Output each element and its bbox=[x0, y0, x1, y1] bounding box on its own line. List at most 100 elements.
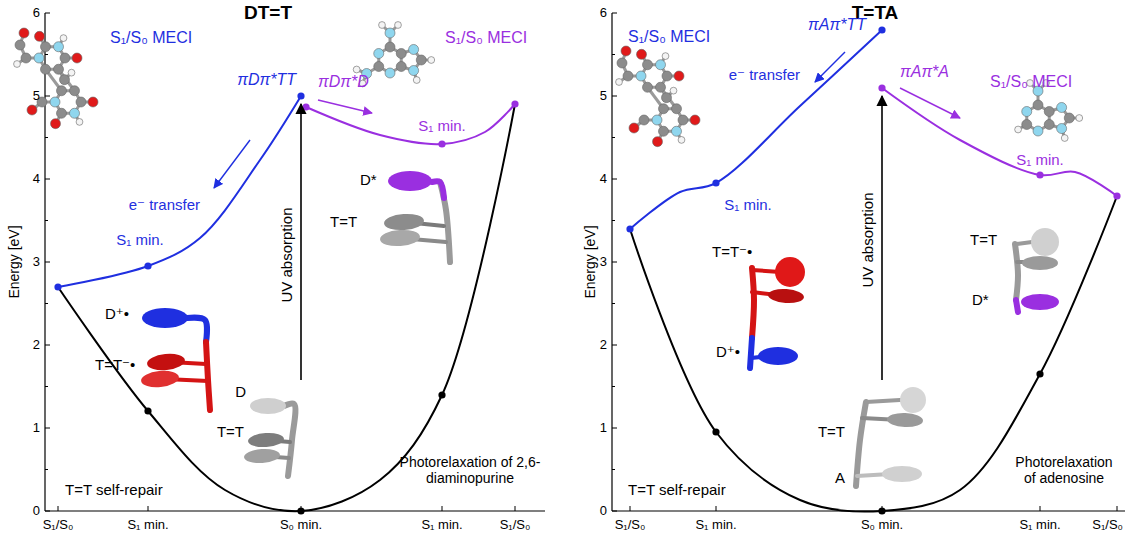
atom bbox=[621, 46, 631, 56]
tick-mark bbox=[45, 303, 48, 304]
atom bbox=[1033, 100, 1043, 110]
process-label: e⁻ transfer bbox=[129, 196, 200, 213]
tick-label: S₁ min. bbox=[1019, 518, 1060, 533]
atom bbox=[1064, 113, 1074, 123]
tick-label: 2 bbox=[33, 338, 40, 353]
atom bbox=[1061, 135, 1068, 142]
state-label: S₁ min. bbox=[418, 117, 466, 134]
point-marker bbox=[1113, 192, 1120, 199]
tick-label: 5 bbox=[33, 89, 40, 104]
base-disc bbox=[1022, 256, 1058, 270]
tick-mark bbox=[45, 469, 48, 470]
atom bbox=[76, 119, 83, 126]
atom bbox=[60, 75, 70, 85]
base-disc bbox=[383, 213, 424, 232]
atom bbox=[60, 53, 70, 63]
backbone-ribbon bbox=[432, 181, 444, 198]
atom bbox=[643, 82, 653, 92]
atom bbox=[70, 108, 80, 118]
tick-mark bbox=[45, 96, 50, 97]
tick-mark bbox=[612, 303, 615, 304]
backbone-ribbon bbox=[750, 338, 752, 368]
tick-mark bbox=[612, 511, 617, 512]
atom bbox=[374, 62, 384, 72]
atom bbox=[396, 49, 406, 59]
atom bbox=[662, 71, 672, 81]
base-sphere bbox=[900, 387, 926, 413]
tick-mark bbox=[45, 345, 50, 346]
species-label: T=T bbox=[970, 231, 997, 248]
atom bbox=[678, 115, 688, 125]
backbone-ribbon bbox=[1015, 244, 1018, 300]
backbone-ribbon bbox=[866, 400, 900, 402]
tick-mark bbox=[515, 506, 516, 511]
tick-mark bbox=[612, 220, 615, 221]
orbital-label: πAπ*TT bbox=[808, 16, 866, 34]
atom bbox=[637, 49, 647, 59]
tick-mark bbox=[612, 13, 617, 14]
atom bbox=[416, 55, 426, 65]
tick-label: 3 bbox=[600, 255, 607, 270]
atom bbox=[1033, 126, 1043, 136]
molecule-model bbox=[14, 28, 98, 129]
tick-label: 1 bbox=[600, 421, 607, 436]
backbone-ribbon bbox=[206, 342, 210, 410]
atom bbox=[51, 119, 61, 129]
tick-mark bbox=[45, 262, 50, 263]
point-marker bbox=[712, 179, 719, 186]
panel-note: T=T self-repair bbox=[628, 481, 726, 498]
point-marker bbox=[712, 428, 719, 435]
species-label: D⁺• bbox=[716, 343, 740, 360]
axis-title: Energy [eV] bbox=[582, 225, 598, 298]
tick-mark bbox=[45, 386, 48, 387]
base-disc bbox=[379, 229, 420, 248]
atom bbox=[70, 86, 80, 96]
tick-mark bbox=[612, 428, 617, 429]
atom bbox=[662, 93, 672, 103]
atom bbox=[670, 87, 677, 94]
axis-title: Energy [eV] bbox=[6, 225, 22, 298]
base-disc bbox=[388, 171, 432, 191]
atom bbox=[1044, 107, 1054, 117]
atom bbox=[413, 77, 420, 84]
tick-label: 2 bbox=[600, 338, 607, 353]
point-marker bbox=[511, 100, 518, 107]
tick-mark bbox=[45, 220, 48, 221]
atom bbox=[623, 71, 633, 81]
atom bbox=[409, 44, 419, 54]
atom bbox=[1044, 120, 1054, 130]
tick-mark bbox=[1040, 506, 1041, 511]
atom bbox=[1057, 102, 1067, 112]
panel-title: DT=T bbox=[244, 2, 292, 24]
atom bbox=[395, 22, 402, 29]
species-label: D* bbox=[972, 291, 989, 308]
species-label: T=T bbox=[330, 213, 357, 230]
orbital-label: πAπ*A bbox=[900, 63, 949, 81]
atom bbox=[68, 69, 75, 76]
tick-label: 4 bbox=[600, 172, 607, 187]
atom bbox=[385, 28, 395, 38]
state-label: S₁ min. bbox=[116, 231, 164, 248]
atom bbox=[428, 57, 435, 64]
base-disc bbox=[140, 369, 179, 389]
tick-label: 5 bbox=[600, 89, 607, 104]
species-label: D⁺• bbox=[105, 305, 129, 322]
atom bbox=[379, 22, 386, 29]
atom bbox=[672, 126, 682, 136]
arrow-label: UV absorption bbox=[278, 207, 295, 302]
atom bbox=[636, 71, 646, 81]
atom bbox=[643, 60, 653, 70]
atom bbox=[656, 60, 666, 70]
species-label: D* bbox=[360, 171, 377, 188]
point-marker bbox=[54, 283, 61, 290]
panel-note: T=T self-repair bbox=[65, 481, 163, 498]
tick-label: 3 bbox=[33, 255, 40, 270]
atom bbox=[662, 53, 669, 60]
tick-label: S₁ min. bbox=[695, 518, 736, 533]
point-marker bbox=[144, 407, 151, 414]
tick-label: 4 bbox=[33, 172, 40, 187]
tick-label: 1 bbox=[33, 421, 40, 436]
atom bbox=[1022, 120, 1032, 130]
base-disc bbox=[882, 466, 922, 482]
tick-mark bbox=[716, 506, 717, 511]
